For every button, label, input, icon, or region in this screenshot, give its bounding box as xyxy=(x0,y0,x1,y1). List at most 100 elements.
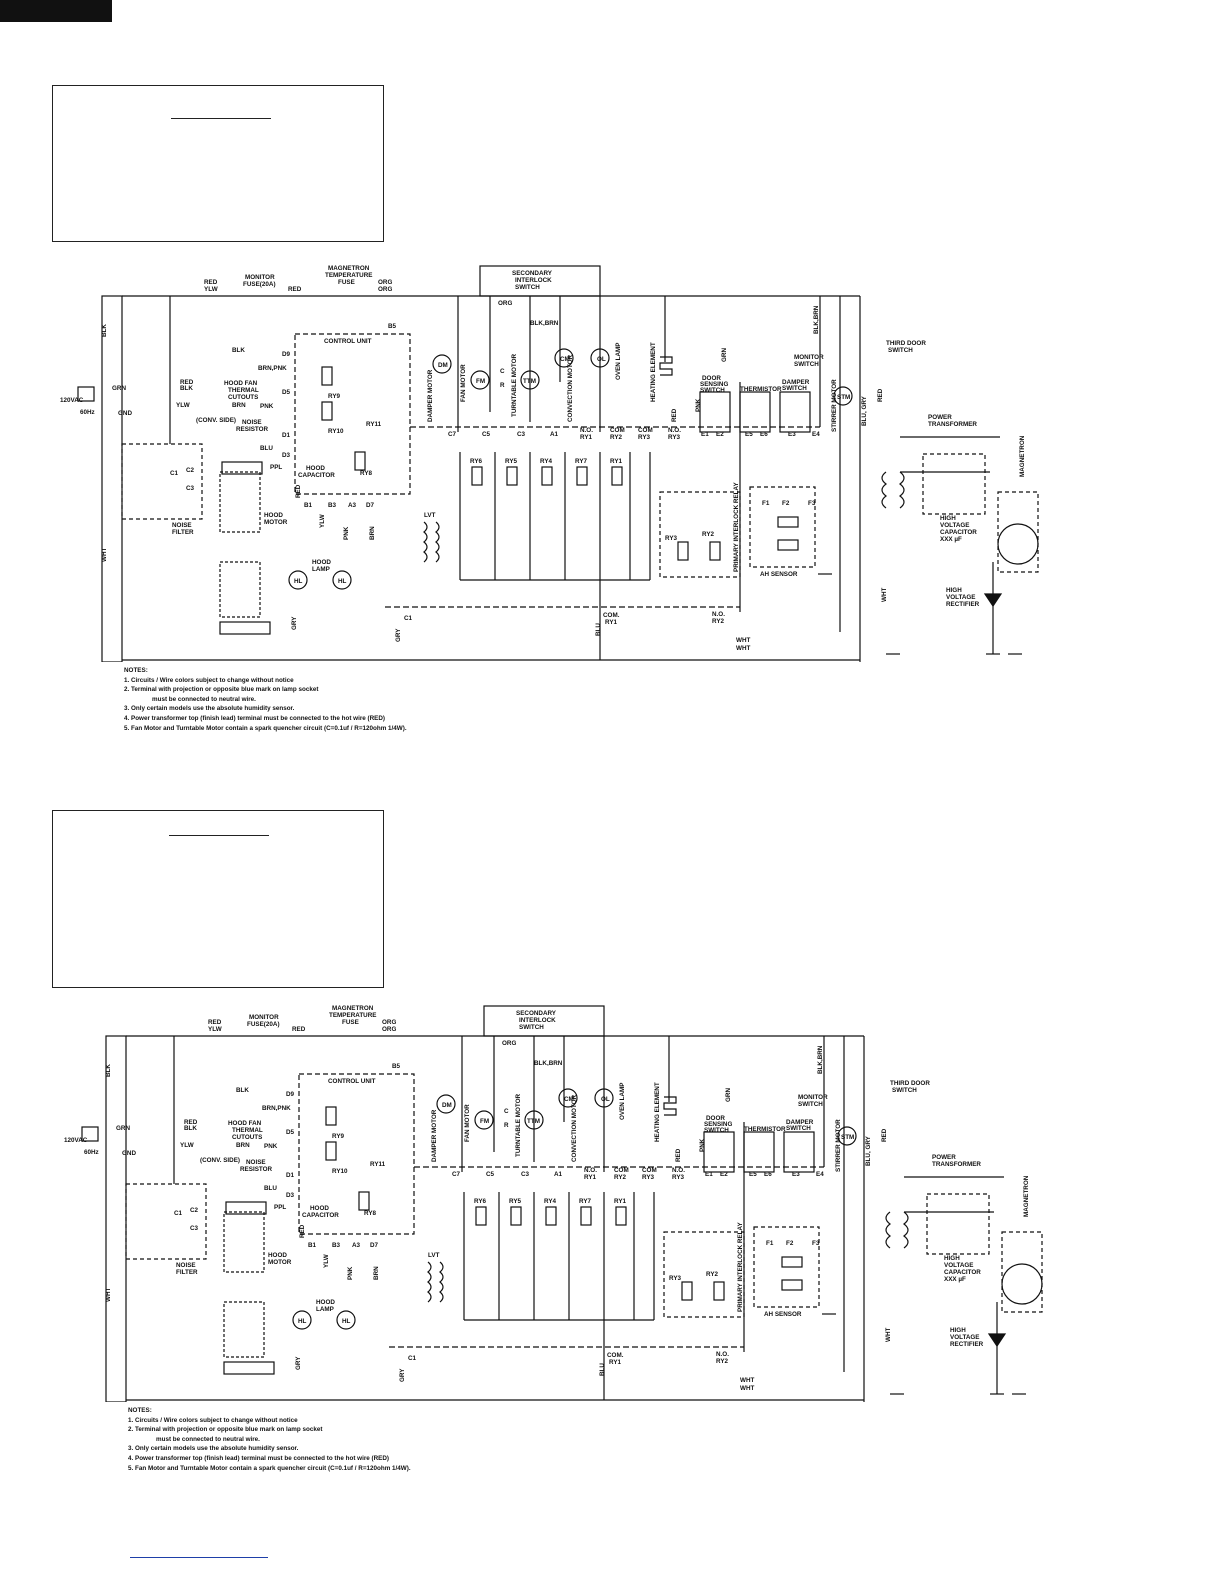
voltage-label: 120VAC xyxy=(64,1137,88,1144)
noise-filter-label-1: NOISE xyxy=(172,522,192,529)
terminal-no-ry2-a: N.O. xyxy=(712,611,725,618)
fm-r-label: R xyxy=(500,382,505,389)
wire-blk-2: BLK xyxy=(180,385,193,392)
lvt-label: LVT xyxy=(424,512,436,519)
terminal-e1: E1 xyxy=(705,1171,713,1178)
power-transformer-label-2: TRANSFORMER xyxy=(932,1161,981,1168)
grn-label: GRN xyxy=(112,385,126,392)
terminal-com-ry3-a: COM xyxy=(638,427,653,434)
damper-switch-label-2: SWITCH xyxy=(786,1125,811,1132)
hl-symbol-1: HL xyxy=(294,578,303,585)
wire-wht-1: WHT xyxy=(101,548,108,562)
relay-ry3: RY3 xyxy=(669,1275,682,1282)
wire-org-2: ORG xyxy=(378,286,392,293)
primary-relay-label: PRIMARY INTERLOCK RELAY xyxy=(737,1222,744,1312)
diagram-title-box-2 xyxy=(52,810,384,988)
footer-link-underline[interactable] xyxy=(130,1557,268,1558)
title-underline-1 xyxy=(171,118,271,119)
wire-brn-2: BRN xyxy=(369,526,376,540)
third-door-label-2: SWITCH xyxy=(888,347,913,354)
wire-red-6: RED xyxy=(295,484,302,498)
wire-org-2: ORG xyxy=(382,1026,396,1033)
wire-red-3: RED xyxy=(288,286,302,293)
wire-wht-1: WHT xyxy=(105,1288,112,1302)
diagram-labels-2: 120VAC 60Hz GRN GND MONITOR FUSE(20A) MA… xyxy=(64,1005,1030,1392)
terminal-no-ry2-a: N.O. xyxy=(716,1351,729,1358)
wire-blu-2: BLU xyxy=(599,1363,606,1376)
wire-red-5: RED xyxy=(675,1148,682,1162)
wire-gry-2: GRY xyxy=(291,616,298,630)
schematic-group-1 xyxy=(77,265,1039,662)
terminal-d9: D9 xyxy=(282,351,291,358)
terminal-no-ry1-b: RY1 xyxy=(580,434,593,441)
wire-brn-2: BRN xyxy=(373,1266,380,1280)
hood-lamp-label-2: LAMP xyxy=(316,1306,334,1313)
filter-c1: C1 xyxy=(174,1210,183,1217)
wire-org-3: ORG xyxy=(498,300,512,307)
noise-filter-label-2: FILTER xyxy=(176,1269,198,1276)
terminal-e3: E3 xyxy=(788,431,796,438)
fm-c-label: C xyxy=(504,1108,509,1115)
terminal-no-ry2-b: RY2 xyxy=(712,618,725,625)
hood-fan-label-2: THERMAL xyxy=(228,387,259,394)
hv-cap-label-3: CAPACITOR xyxy=(944,1269,981,1276)
wire-ppl-1: PPL xyxy=(274,1204,286,1211)
noise-resistor-label-1: NOISE xyxy=(246,1159,266,1166)
wire-org-1: ORG xyxy=(378,279,392,286)
mag-temp-fuse-label-2: TEMPERATURE xyxy=(325,272,372,279)
wire-ppl-1: PPL xyxy=(270,464,282,471)
hood-motor-label-2: MOTOR xyxy=(264,519,288,526)
hood-lamp-label-2: LAMP xyxy=(312,566,330,573)
wire-grn-1: GRN xyxy=(725,1088,732,1102)
dm-symbol: DM xyxy=(442,1102,452,1109)
damper-motor-label: DAMPER MOTOR xyxy=(431,1109,438,1162)
terminal-d3: D3 xyxy=(282,452,291,459)
hv-rect-label-3: RECTIFIER xyxy=(950,1341,984,1348)
note-4: 4. Power transformer top (finish lead) t… xyxy=(128,1454,390,1462)
fm-c-label: C xyxy=(500,368,505,375)
door-sensing-label-2: SENSING xyxy=(704,1121,732,1128)
dm-symbol: DM xyxy=(438,362,448,369)
hood-capacitor-label-1: HOOD xyxy=(306,465,325,472)
filter-c1: C1 xyxy=(170,470,179,477)
monitor-switch-label-2: SWITCH xyxy=(798,1101,823,1108)
convection-motor-label: CONVECTION MOTOR xyxy=(571,1094,578,1162)
gnd-label: GND xyxy=(118,410,132,417)
wire-wht-2: WHT xyxy=(885,1328,892,1342)
notes-block-1: NOTES: 1. Circuits / Wire colors subject… xyxy=(124,666,407,733)
wire-gry-1: GRY xyxy=(399,1368,406,1382)
fm-symbol: FM xyxy=(480,1118,489,1125)
third-door-label-1: THIRD DOOR xyxy=(890,1080,930,1087)
wire-red-2: RED xyxy=(204,279,218,286)
secondary-interlock-label-3: SWITCH xyxy=(519,1024,544,1031)
terminal-com-ry3-b: RY3 xyxy=(638,434,651,441)
noise-resistor-label-2: RESISTOR xyxy=(236,426,269,433)
wire-ylw-3: YLW xyxy=(319,514,326,528)
wire-gry-2: GRY xyxy=(295,1356,302,1370)
terminal-e1: E1 xyxy=(701,431,709,438)
terminal-d1: D1 xyxy=(282,432,291,439)
wire-blu-1: BLU xyxy=(264,1185,277,1192)
terminal-d5: D5 xyxy=(286,1129,295,1136)
wire-red-1: RED xyxy=(180,379,194,386)
terminal-a1: A1 xyxy=(554,1171,563,1178)
hood-fan-label-1: HOOD FAN xyxy=(228,1120,262,1127)
wire-blu-1: BLU xyxy=(260,445,273,452)
terminal-com-ry1-b: RY1 xyxy=(605,619,618,626)
filter-c2: C2 xyxy=(190,1207,199,1214)
secondary-interlock-label-2: INTERLOCK xyxy=(515,277,552,284)
wire-ylw-3: YLW xyxy=(323,1254,330,1268)
diagram-labels-1: 120VAC 60Hz GRN GND MONITOR FUSE(20A) MA… xyxy=(60,265,1026,652)
note-2-cont: must be connected to neutral wire. xyxy=(152,695,256,703)
magnetron-label: MAGNETRON xyxy=(1019,435,1026,477)
wire-red-4: RED xyxy=(877,388,884,402)
wire-org-1: ORG xyxy=(382,1019,396,1026)
relay-ry5: RY5 xyxy=(509,1198,522,1205)
wire-ylw-2: YLW xyxy=(208,1026,222,1033)
monitor-switch-label-1: MONITOR xyxy=(798,1094,828,1101)
note-4: 4. Power transformer top (finish lead) t… xyxy=(124,714,386,722)
terminal-e2: E2 xyxy=(720,1171,728,1178)
power-transformer-label-2: TRANSFORMER xyxy=(928,421,977,428)
terminal-c1: C1 xyxy=(408,1355,417,1362)
relay-ry2: RY2 xyxy=(702,531,715,538)
